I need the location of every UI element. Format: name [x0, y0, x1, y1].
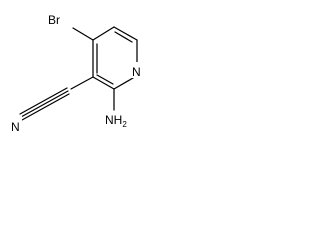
amino-group-main-label: NH [105, 113, 122, 127]
amino-group-subscript: 2 [122, 120, 127, 129]
ring-bond-n1-c2 [113, 77, 134, 90]
bromine-label: Br [48, 13, 60, 27]
bromine-bond [72, 27, 94, 41]
nitrile-nitrogen-label-background [8, 116, 22, 132]
ring-bond-c2-c3 [92, 76, 115, 90]
nitrile-triple-bond-lower [21, 93, 70, 121]
ring-bond-c5-c6 [113, 26, 138, 41]
ring-nitrogen-label-background [129, 62, 143, 78]
molecule-structure-diagram: Br N N NH2 [8, 13, 143, 134]
amino-group-label: NH2 [105, 113, 127, 129]
ring-bond-c2-c3-inner [96, 74, 114, 85]
nitrile-triple-bond-center [20, 90, 69, 118]
ring-bond-c5-c6-inner [114, 31, 133, 43]
nitrile-nitrogen-label: N [11, 120, 20, 134]
nitrile-single-bond [70, 76, 94, 90]
nitrile-triple-bond-upper [19, 87, 68, 115]
ring-bond-c4-c5 [92, 26, 115, 41]
ring-nitrogen-label: N [132, 65, 141, 79]
